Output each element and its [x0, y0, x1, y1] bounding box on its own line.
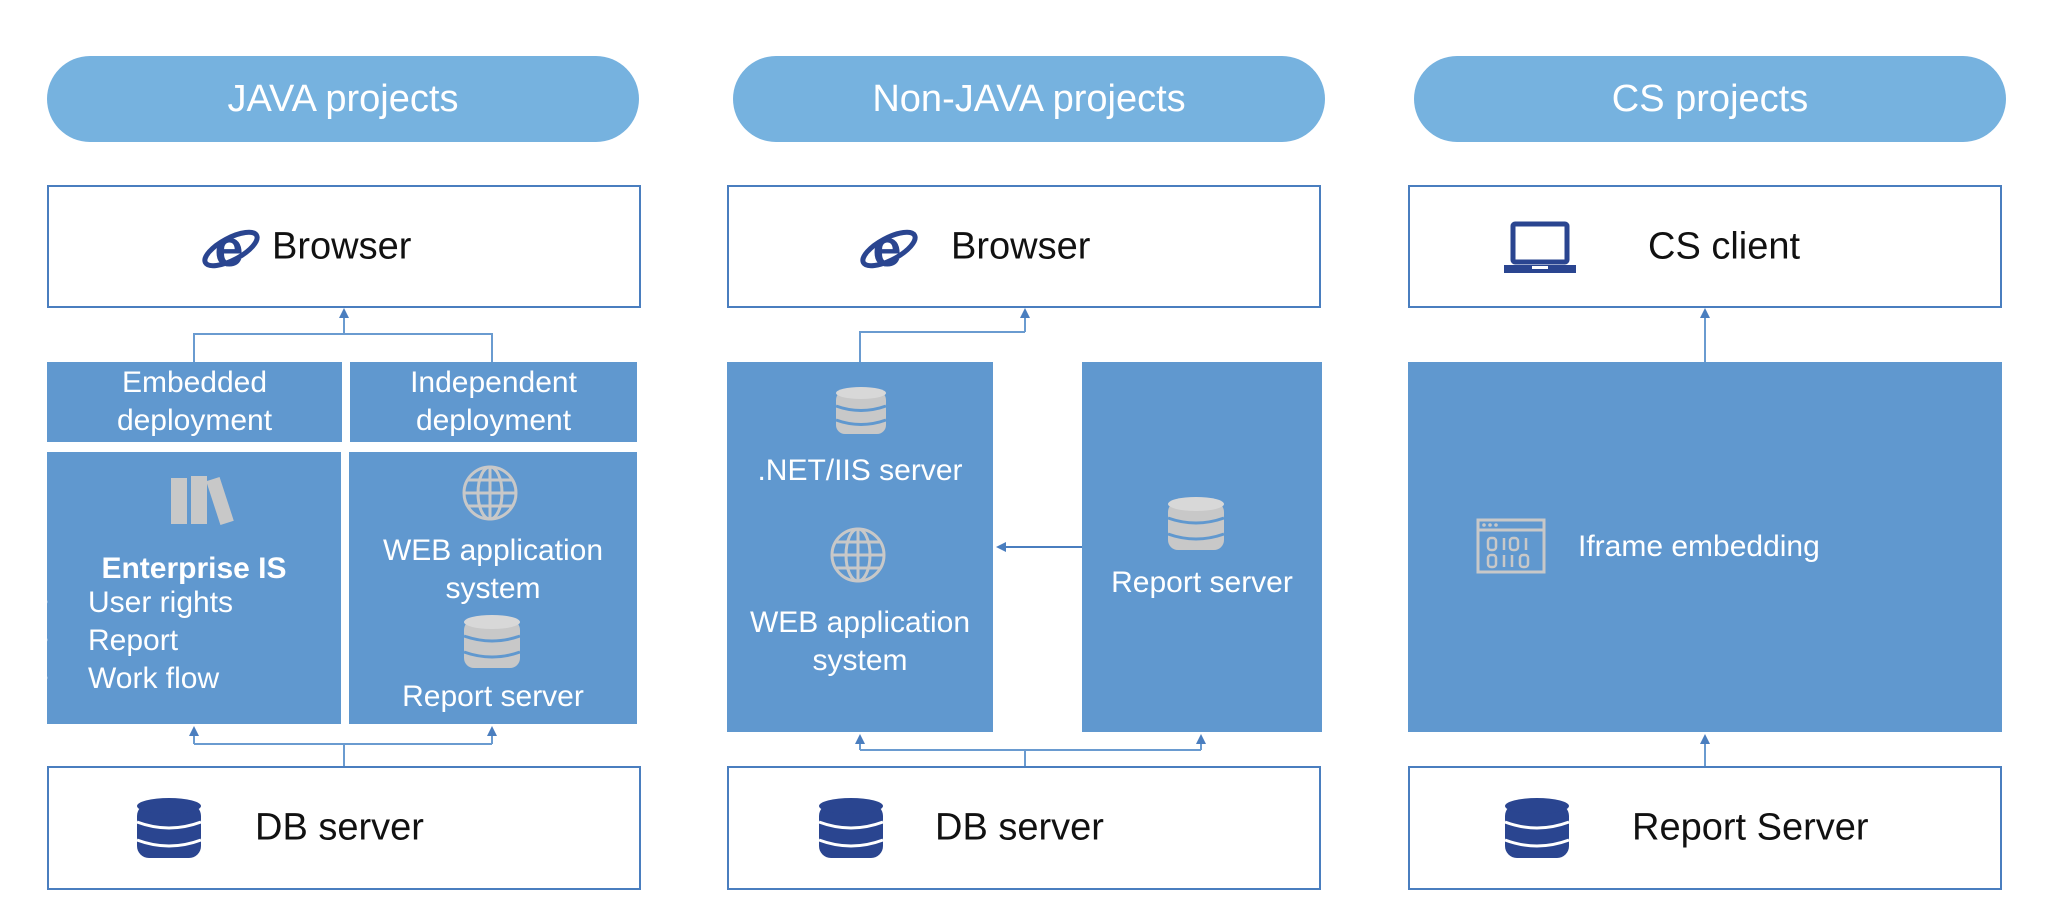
- nonjava-app-to-browser-line: [859, 331, 1025, 362]
- cs-report-server-label: Report Server: [1632, 806, 1869, 849]
- list-item: Report: [20, 622, 233, 660]
- java-browser-box: e Browser: [47, 185, 641, 308]
- java-web-app-label: WEB application system: [382, 534, 604, 605]
- header-java-projects: JAVA projects: [47, 56, 639, 142]
- svg-text:e: e: [873, 220, 902, 278]
- java-db-server-label: DB server: [255, 806, 424, 849]
- binary-window-icon: [1476, 518, 1546, 574]
- header-nonjava-label: Non-JAVA projects: [872, 77, 1186, 120]
- net-iis-server-label: .NET/IIS server: [757, 454, 963, 487]
- java-independent-deployment: Independent deployment: [350, 362, 637, 442]
- java-deploy-to-browser-line: [193, 333, 493, 362]
- svg-text:e: e: [215, 220, 244, 278]
- java-embedded-deployment: Embedded deployment: [47, 362, 342, 442]
- header-cs-label: CS projects: [1611, 77, 1809, 120]
- independent-deployment-label: Independent deployment: [410, 366, 577, 437]
- nonjava-web-app-label: WEB application system: [749, 606, 971, 677]
- enterprise-is-list: User rights Report Work flow: [20, 584, 233, 698]
- nonjava-db-server-label: DB server: [935, 806, 1104, 849]
- header-java-label: JAVA projects: [227, 77, 459, 120]
- database-icon: [835, 387, 887, 434]
- enterprise-is-title: Enterprise IS: [101, 552, 287, 585]
- nonjava-db-server-box: DB server: [727, 766, 1321, 890]
- list-item: User rights: [20, 584, 233, 622]
- cs-client-box: CS client: [1408, 185, 2002, 308]
- iframe-embedding-label: Iframe embedding: [1578, 530, 1820, 563]
- java-db-server-box: DB server: [47, 766, 641, 890]
- header-nonjava-projects: Non-JAVA projects: [733, 56, 1325, 142]
- database-icon: [1504, 798, 1570, 858]
- java-report-server-label: Report server: [402, 680, 584, 713]
- cs-report-server-box: Report Server: [1408, 766, 2002, 890]
- globe-icon: [830, 527, 886, 583]
- embedded-deployment-label: Embedded deployment: [116, 366, 273, 437]
- database-icon: [818, 798, 884, 858]
- java-web-app-panel: WEB application system Report server: [349, 452, 637, 724]
- nonjava-app-server-panel: .NET/IIS server WEB application system: [727, 362, 993, 732]
- nonjava-browser-box: e Browser: [727, 185, 1321, 308]
- internet-explorer-icon: e: [860, 220, 918, 278]
- database-icon: [1167, 497, 1225, 550]
- header-cs-projects: CS projects: [1414, 56, 2006, 142]
- internet-explorer-icon: e: [202, 220, 260, 278]
- cs-iframe-panel: Iframe embedding: [1408, 362, 2002, 732]
- nonjava-browser-label: Browser: [951, 225, 1091, 267]
- database-icon: [136, 798, 202, 858]
- list-item: Work flow: [20, 660, 233, 698]
- laptop-icon: [1504, 221, 1576, 273]
- java-browser-label: Browser: [272, 225, 412, 267]
- cs-client-label: CS client: [1648, 225, 1801, 267]
- nonjava-report-server-label: Report server: [1111, 566, 1293, 599]
- database-icon: [463, 615, 521, 668]
- globe-icon: [462, 465, 518, 521]
- books-icon: [171, 476, 234, 526]
- nonjava-report-server-panel: Report server: [1082, 362, 1322, 732]
